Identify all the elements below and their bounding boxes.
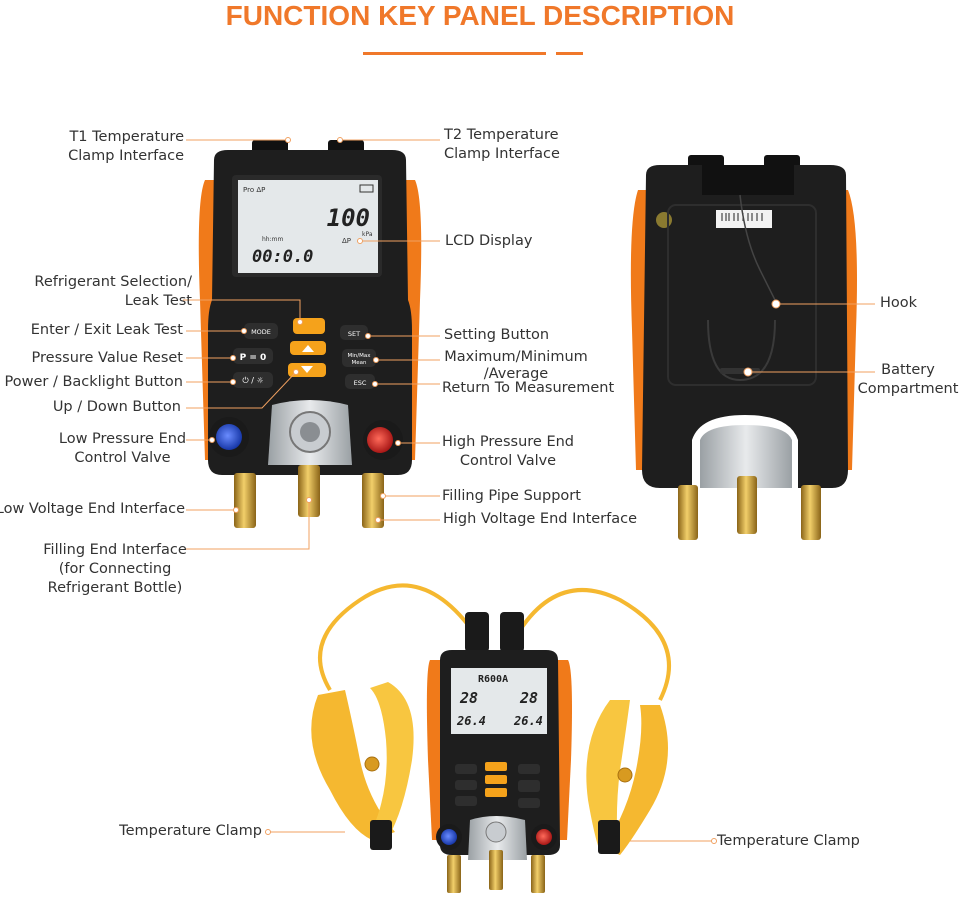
- front-device: Pro ΔP 100 kPa ΔP hh:mm 00:0.0 MODE P = …: [198, 140, 422, 528]
- svg-text:⏻ / ☼: ⏻ / ☼: [242, 376, 263, 385]
- title-underline: [363, 52, 546, 55]
- svg-text:26.4: 26.4: [456, 714, 486, 728]
- high-fitting: [362, 473, 384, 528]
- svg-text:R600A: R600A: [478, 674, 508, 685]
- set-button: [340, 325, 368, 340]
- back-leader-lines: [748, 303, 875, 373]
- svg-text:Mean: Mean: [352, 360, 367, 366]
- up-down-button-label: Up / Down Button: [52, 399, 181, 415]
- temperature-clamp-left-label: Temperature Clamp: [119, 823, 262, 839]
- svg-text:SET: SET: [348, 330, 360, 338]
- battery-latch: [720, 368, 760, 374]
- lcd-sub-value: 00:0.0: [252, 247, 313, 267]
- minmax-button: [342, 349, 376, 367]
- left-cable: [318, 583, 474, 692]
- svg-text:P = 0: P = 0: [240, 353, 267, 363]
- right-cable: [518, 588, 671, 701]
- lcd-display-label: LCD Display: [445, 233, 533, 249]
- center-fitting: [298, 465, 320, 517]
- setting-button-label: Setting Button: [444, 327, 550, 343]
- esc-button: [345, 374, 375, 389]
- svg-text:ESC: ESC: [354, 379, 367, 387]
- back-device: [630, 155, 857, 540]
- max-min-average-label: Maximum/Minimum/Average: [444, 349, 588, 382]
- temperature-clamp-right-label: Temperature Clamp: [717, 833, 860, 849]
- bottom-device: R600A 28 28 26.4 26.4: [318, 583, 671, 893]
- page-title: FUNCTION KEY PANEL DESCRIPTION: [225, 0, 735, 31]
- svg-text:ΔP: ΔP: [342, 237, 351, 245]
- svg-text:Min/Max: Min/Max: [348, 353, 372, 359]
- high-voltage-interface-label: High Voltage End Interface: [443, 511, 638, 527]
- svg-text:kPa: kPa: [362, 231, 373, 238]
- refrigerant-selection-label: Refrigerant Selection/Leak Test: [34, 274, 192, 309]
- power-button: [233, 372, 273, 388]
- hook-label: Hook: [880, 295, 918, 311]
- title-underline-accent: [556, 52, 583, 55]
- pressure-value-reset-label: Pressure Value Reset: [31, 350, 183, 366]
- bottom-leader-lines: [268, 831, 714, 842]
- svg-text:MODE: MODE: [251, 328, 271, 336]
- power-backlight-label: Power / Backlight Button: [4, 374, 183, 390]
- front-leader-lines: [183, 139, 440, 550]
- svg-text:28: 28: [519, 689, 538, 707]
- screw: [656, 212, 672, 228]
- lcd-screen: [238, 180, 378, 273]
- low-fitting: [234, 473, 256, 528]
- mode-button: [244, 323, 278, 339]
- p0-button: [233, 348, 273, 364]
- left-temperature-clamp: [311, 682, 414, 850]
- lcd-mode-text: Pro ΔP: [243, 186, 265, 194]
- battery-icon: [359, 184, 374, 193]
- low-voltage-interface-label: Low Voltage End Interface: [0, 501, 185, 517]
- right-temperature-clamp: [586, 700, 668, 855]
- hook-wire: [739, 194, 776, 301]
- svg-text:28: 28: [459, 689, 478, 707]
- back-body: [642, 165, 848, 488]
- enter-exit-leak-test-label: Enter / Exit Leak Test: [30, 322, 183, 338]
- filling-pipe-support-label: Filling Pipe Support: [442, 488, 581, 504]
- svg-text:26.4: 26.4: [513, 714, 543, 728]
- return-to-measurement-label: Return To Measurement: [442, 380, 615, 396]
- lcd-main-value: 100: [327, 204, 370, 232]
- svg-text:hh:mm: hh:mm: [262, 236, 283, 243]
- bottom-lcd: [451, 668, 547, 734]
